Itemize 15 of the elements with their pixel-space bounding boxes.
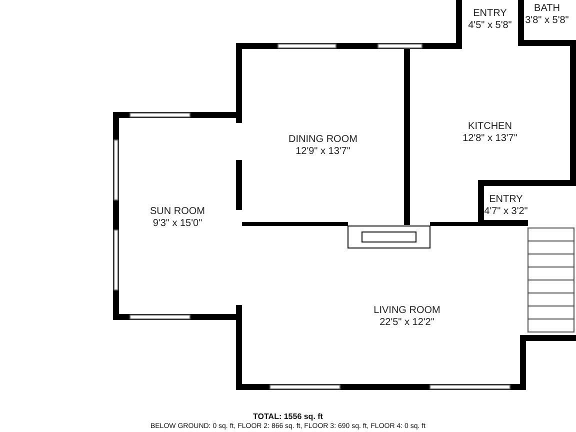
room-name: KITCHEN [468,121,512,133]
room-name: SUN ROOM [150,206,205,218]
total-area-text: TOTAL: 1556 sq. ft [252,412,324,421]
room-dimensions: 9'3" x 15'0" [152,218,202,230]
room-dimensions: 4'5" x 5'8" [468,20,512,32]
room-name: DINING ROOM [288,134,358,146]
room-dimensions: 12'8" x 13'7" [462,133,518,145]
room-dimensions: 12'9" x 13'7" [296,146,350,158]
room-dimensions: 22'5" x 12'2" [380,317,434,329]
room-name: ENTRY [489,194,523,206]
room-dimensions: 3'8" x 5'8" [525,15,569,27]
room-name: LIVING ROOM [374,305,440,317]
room-dimensions: 4'7" x 3'2" [484,206,528,218]
room-name: BATH [534,3,560,15]
room-name: ENTRY [473,8,507,20]
